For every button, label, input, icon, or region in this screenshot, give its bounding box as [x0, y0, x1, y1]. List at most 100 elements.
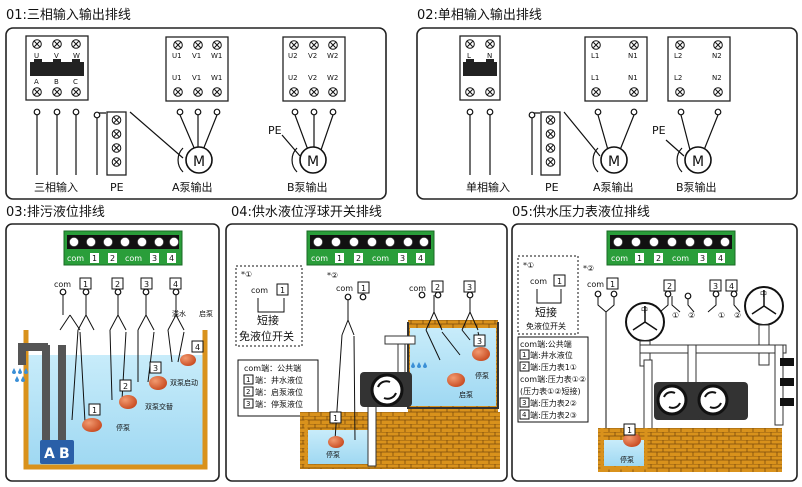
s2-contactor-a: L1 N1 L1 N1	[584, 36, 648, 102]
svg-text:1: 1	[361, 284, 366, 293]
svg-text:C: C	[73, 78, 78, 86]
svg-text:端:压力表2③: 端:压力表2③	[530, 410, 577, 420]
svg-text:*①: *①	[241, 270, 252, 279]
svg-text:*②: *②	[327, 271, 338, 280]
svg-text:com: com	[336, 284, 353, 293]
svg-text:端:压力表2②: 端:压力表2②	[530, 398, 577, 408]
s1-motor-a	[185, 146, 213, 174]
svg-text:3: 3	[400, 254, 405, 263]
section-2-title: 02:单相输入输出排线	[417, 7, 542, 23]
svg-text:3: 3	[152, 254, 157, 263]
svg-text:1: 1	[246, 376, 250, 384]
svg-text:com端:公共端: com端:公共端	[520, 339, 572, 349]
svg-text:1: 1	[83, 280, 88, 289]
svg-text:3: 3	[713, 282, 718, 291]
svg-text:N: N	[487, 52, 492, 60]
s1-input-label: 三相输入	[34, 180, 78, 194]
svg-text:2: 2	[246, 388, 250, 396]
s2-pe-label: PE	[545, 181, 559, 194]
svg-text:com: com	[372, 254, 389, 263]
s5-pump-left	[654, 382, 704, 420]
svg-text:com: com	[587, 280, 604, 289]
svg-text:(压力表①②短接): (压力表①②短接)	[520, 386, 581, 396]
svg-text:1: 1	[637, 254, 642, 263]
svg-text:2: 2	[656, 254, 661, 263]
section-5-frame	[511, 223, 798, 482]
svg-text:2: 2	[110, 254, 115, 263]
svg-text:免液位开关: 免液位开关	[526, 321, 566, 331]
svg-text:L2: L2	[674, 52, 682, 60]
svg-text:W2: W2	[327, 52, 338, 60]
svg-text:2: 2	[667, 282, 672, 291]
svg-text:com: com	[530, 277, 547, 286]
svg-text:双泵交替: 双泵交替	[145, 402, 173, 411]
svg-text:N1: N1	[628, 74, 638, 82]
svg-text:A: A	[34, 78, 39, 86]
svg-text:W1: W1	[211, 52, 222, 60]
s1-pe-terminal	[106, 111, 127, 176]
svg-text:端:井水液位: 端:井水液位	[530, 350, 573, 360]
svg-text:3: 3	[477, 337, 482, 346]
svg-text:com: com	[611, 254, 628, 263]
svg-text:L1: L1	[591, 52, 599, 60]
svg-text:PE: PE	[268, 124, 282, 137]
svg-text:com: com	[311, 254, 328, 263]
svg-text:3: 3	[700, 254, 705, 263]
s1-motor-b	[299, 146, 327, 174]
svg-text:2: 2	[123, 382, 128, 391]
svg-text:L2: L2	[674, 74, 682, 82]
svg-text:4: 4	[729, 282, 734, 291]
svg-text:中: 中	[760, 289, 767, 298]
svg-text:3: 3	[144, 280, 149, 289]
svg-text:双泵启动: 双泵启动	[170, 378, 198, 387]
s3-terminal-block: com 1 2 com 3 4	[63, 230, 183, 266]
svg-text:端:压力表1①: 端:压力表1①	[530, 362, 577, 372]
svg-text:1: 1	[610, 280, 615, 289]
svg-text:1: 1	[92, 254, 97, 263]
svg-text:W1: W1	[211, 74, 222, 82]
svg-text:3: 3	[467, 283, 472, 292]
svg-text:4: 4	[169, 254, 174, 263]
svg-text:短接: 短接	[257, 313, 279, 327]
svg-text:停泵: 停泵	[326, 450, 340, 459]
svg-text:2: 2	[356, 254, 361, 263]
svg-text:②: ②	[688, 311, 695, 320]
svg-text:com: com	[67, 254, 84, 263]
svg-text:V1: V1	[192, 52, 201, 60]
svg-text:3: 3	[153, 364, 158, 373]
svg-text:1: 1	[627, 426, 632, 435]
section-3-title: 03:排污液位排线	[6, 205, 105, 220]
svg-text:4: 4	[522, 411, 527, 419]
svg-text:1: 1	[280, 286, 285, 295]
svg-text:M: M	[307, 154, 319, 170]
section-5-title: 05:供水压力表液位排线	[512, 205, 650, 220]
svg-text:com: com	[125, 254, 142, 263]
svg-text:2: 2	[522, 363, 526, 371]
svg-text:U1: U1	[172, 74, 182, 82]
s1-pe-label: PE	[110, 181, 124, 194]
svg-text:1: 1	[522, 351, 526, 359]
s5-terminal-block: com 1 2 com 3 4	[606, 230, 736, 266]
svg-text:①: ①	[718, 311, 725, 320]
s2-input-label: 单相输入	[466, 180, 510, 194]
s5-pressure-gauge-right: 中	[744, 286, 784, 326]
svg-text:V2: V2	[308, 74, 317, 82]
svg-text:启泵: 启泵	[459, 390, 473, 399]
svg-text:N1: N1	[628, 52, 638, 60]
svg-text:M: M	[193, 154, 205, 170]
svg-text:PE: PE	[652, 124, 666, 137]
svg-text:B: B	[54, 78, 59, 86]
s5-pump-right	[697, 382, 748, 420]
svg-text:V: V	[54, 52, 59, 60]
svg-text:U2: U2	[288, 74, 298, 82]
svg-text:4: 4	[195, 343, 200, 352]
s5-pressure-gauge-left: 中	[625, 302, 665, 342]
s1-a-out-label: A泵输出	[172, 180, 213, 194]
svg-text:com: com	[409, 284, 426, 293]
svg-text:*①: *①	[523, 261, 534, 270]
section-1-title: 01:三相输入输出排线	[6, 7, 131, 23]
s2-contactor-b: L2 N2 L2 N2	[667, 36, 731, 102]
svg-text:端：启泵液位: 端：启泵液位	[255, 387, 303, 397]
svg-text:停泵: 停泵	[475, 371, 489, 380]
svg-text:N2: N2	[712, 52, 722, 60]
